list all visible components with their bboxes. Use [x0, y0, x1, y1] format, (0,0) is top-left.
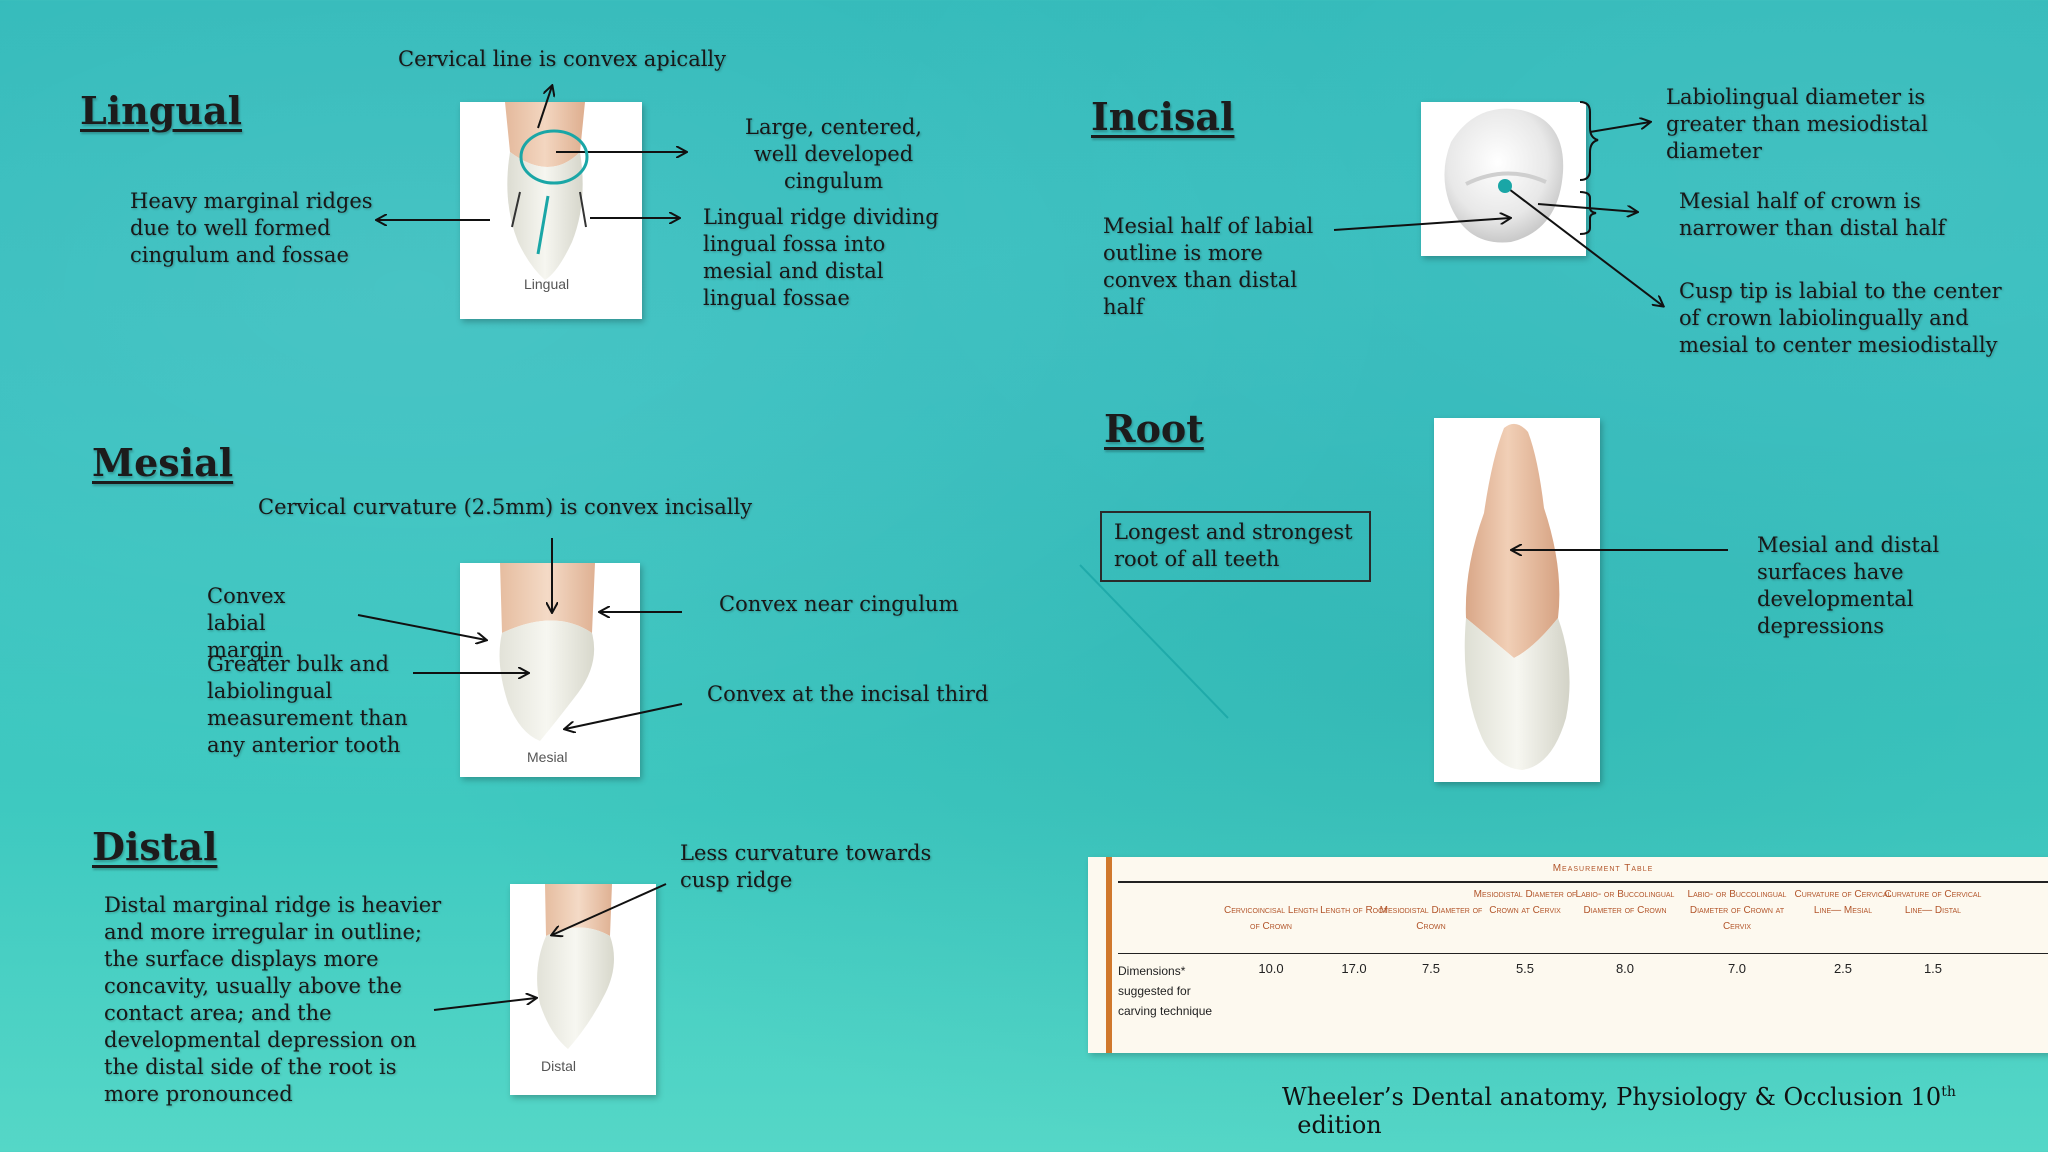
table-cell: 17.0: [1341, 961, 1367, 976]
label-mesial-half-crown: Mesial half of crown is narrower than di…: [1679, 189, 1946, 240]
arrow-labiolingual: [1589, 122, 1650, 133]
label-convex-incisal: Convex at the incisal third: [707, 682, 989, 706]
box-longest-root: Longest and strongest root of all teeth: [1100, 511, 1371, 582]
table-cell: 1.5: [1923, 961, 1943, 976]
label-convex-labial: Convex labial margin: [207, 584, 286, 662]
distal-tooth-image: [510, 884, 656, 1095]
distal-tooth-drawing: [537, 884, 614, 1049]
arrow-convex-labial: [357, 614, 486, 640]
root-tooth-image: [1434, 418, 1600, 782]
table-header: Mesiodistal Diameter of Crown: [1379, 905, 1483, 932]
distal-caption: Distal: [541, 1058, 577, 1074]
arrow-convex-incisal: [565, 703, 683, 729]
table-header: Labio- or Buccolingual Diameter of Crown: [1575, 889, 1675, 916]
arrow-mesial-half-labial: [1333, 218, 1510, 231]
credit-superscript: th: [1941, 1084, 1956, 1100]
label-cervical-curvature: Cervical curvature (2.5mm) is convex inc…: [258, 495, 753, 519]
heading-distal: Distal: [92, 824, 218, 869]
table-cell: 7.5: [1421, 961, 1441, 976]
bracket-mesial-half: [1579, 191, 1597, 235]
label-greater-bulk: Greater bulk and labiolingual measuremen…: [207, 652, 408, 757]
credit-text: Wheeler’s Dental anatomy, Physiology & O…: [1282, 1083, 1942, 1111]
credit-tail: edition: [1282, 1111, 1382, 1139]
label-cusp-tip: Cusp tip is labial to the center of crow…: [1679, 279, 2002, 357]
heading-mesial: Mesial: [92, 440, 234, 485]
table-title: Measurement Table: [1552, 863, 1654, 874]
mesial-tooth-drawing: [499, 563, 595, 741]
table-header: Length of Root: [1320, 905, 1388, 916]
table-rule-mid: [1118, 953, 2048, 954]
incisal-tooth-drawing: [1444, 108, 1564, 243]
table-cell: 2.5: [1833, 961, 1853, 976]
incisal-tooth-image: [1421, 102, 1586, 256]
table-rule-top: [1118, 881, 2048, 883]
decorative-line: [1079, 564, 1229, 719]
cusp-tip-dot: [1498, 179, 1512, 193]
label-less-curvature: Less curvature towards cusp ridge: [680, 841, 932, 892]
table-header: Curvature of Cervical Line— Mesial: [1794, 889, 1892, 916]
label-marginal-ridges: Heavy marginal ridges due to well formed…: [130, 189, 373, 267]
table-cell: 7.0: [1727, 961, 1747, 976]
table-accent-bar: [1106, 857, 1112, 1053]
table-cell: 8.0: [1615, 961, 1635, 976]
mesial-caption: Mesial: [527, 749, 568, 765]
table-header: Mesiodistal Diameter of Crown at Cervix: [1473, 889, 1577, 916]
label-lingual-ridge: Lingual ridge dividing lingual fossa int…: [703, 205, 939, 310]
arrow-cusp-tip: [1504, 185, 1663, 306]
table-header: Labio- or Buccolingual Diameter of Crown…: [1687, 889, 1787, 932]
lingual-ridge-marker: [536, 195, 550, 255]
table-header: Cervicoincisal Length of Crown: [1223, 905, 1318, 932]
lingual-tooth-image: [460, 102, 642, 319]
heading-incisal: Incisal: [1091, 94, 1235, 139]
table-header: Curvature of Cervical Line— Distal: [1884, 889, 1982, 916]
cingulum-circle: [519, 129, 589, 185]
table-cell: 10.0: [1258, 961, 1284, 976]
label-distal-ridge: Distal marginal ridge is heavier and mor…: [104, 893, 442, 1106]
mesial-tooth-image: [460, 563, 640, 777]
label-cervical-line: Cervical line is convex apically: [398, 47, 727, 71]
table-row-label: Dimensions* suggested for carving techni…: [1118, 964, 1213, 1018]
label-mesial-half-labial: Mesial half of labial outline is more co…: [1103, 214, 1314, 319]
arrow-distal-ridge: [433, 998, 536, 1011]
label-depressions: Mesial and distal surfaces have developm…: [1757, 533, 1940, 638]
arrow-less-curvature: [552, 883, 667, 935]
arrow-mesial-half-crown: [1537, 203, 1637, 212]
heading-lingual: Lingual: [80, 88, 243, 133]
credit-line: Wheeler’s Dental anatomy, Physiology & O…: [1282, 1083, 2048, 1139]
bracket-labiolingual: [1579, 101, 1599, 181]
label-cingulum: Large, centered, well developed cingulum: [745, 115, 922, 193]
arrow-cervical-line: [537, 86, 552, 129]
label-labiolingual: Labiolingual diameter is greater than me…: [1666, 85, 1928, 163]
measurement-table: Measurement Table Cervicoincisal Length …: [1088, 857, 2048, 1053]
lingual-caption: Lingual: [524, 276, 570, 292]
heading-root: Root: [1104, 406, 1204, 451]
table-cell: 5.5: [1515, 961, 1535, 976]
label-convex-cingulum: Convex near cingulum: [719, 592, 959, 616]
root-tooth-drawing: [1464, 423, 1570, 770]
